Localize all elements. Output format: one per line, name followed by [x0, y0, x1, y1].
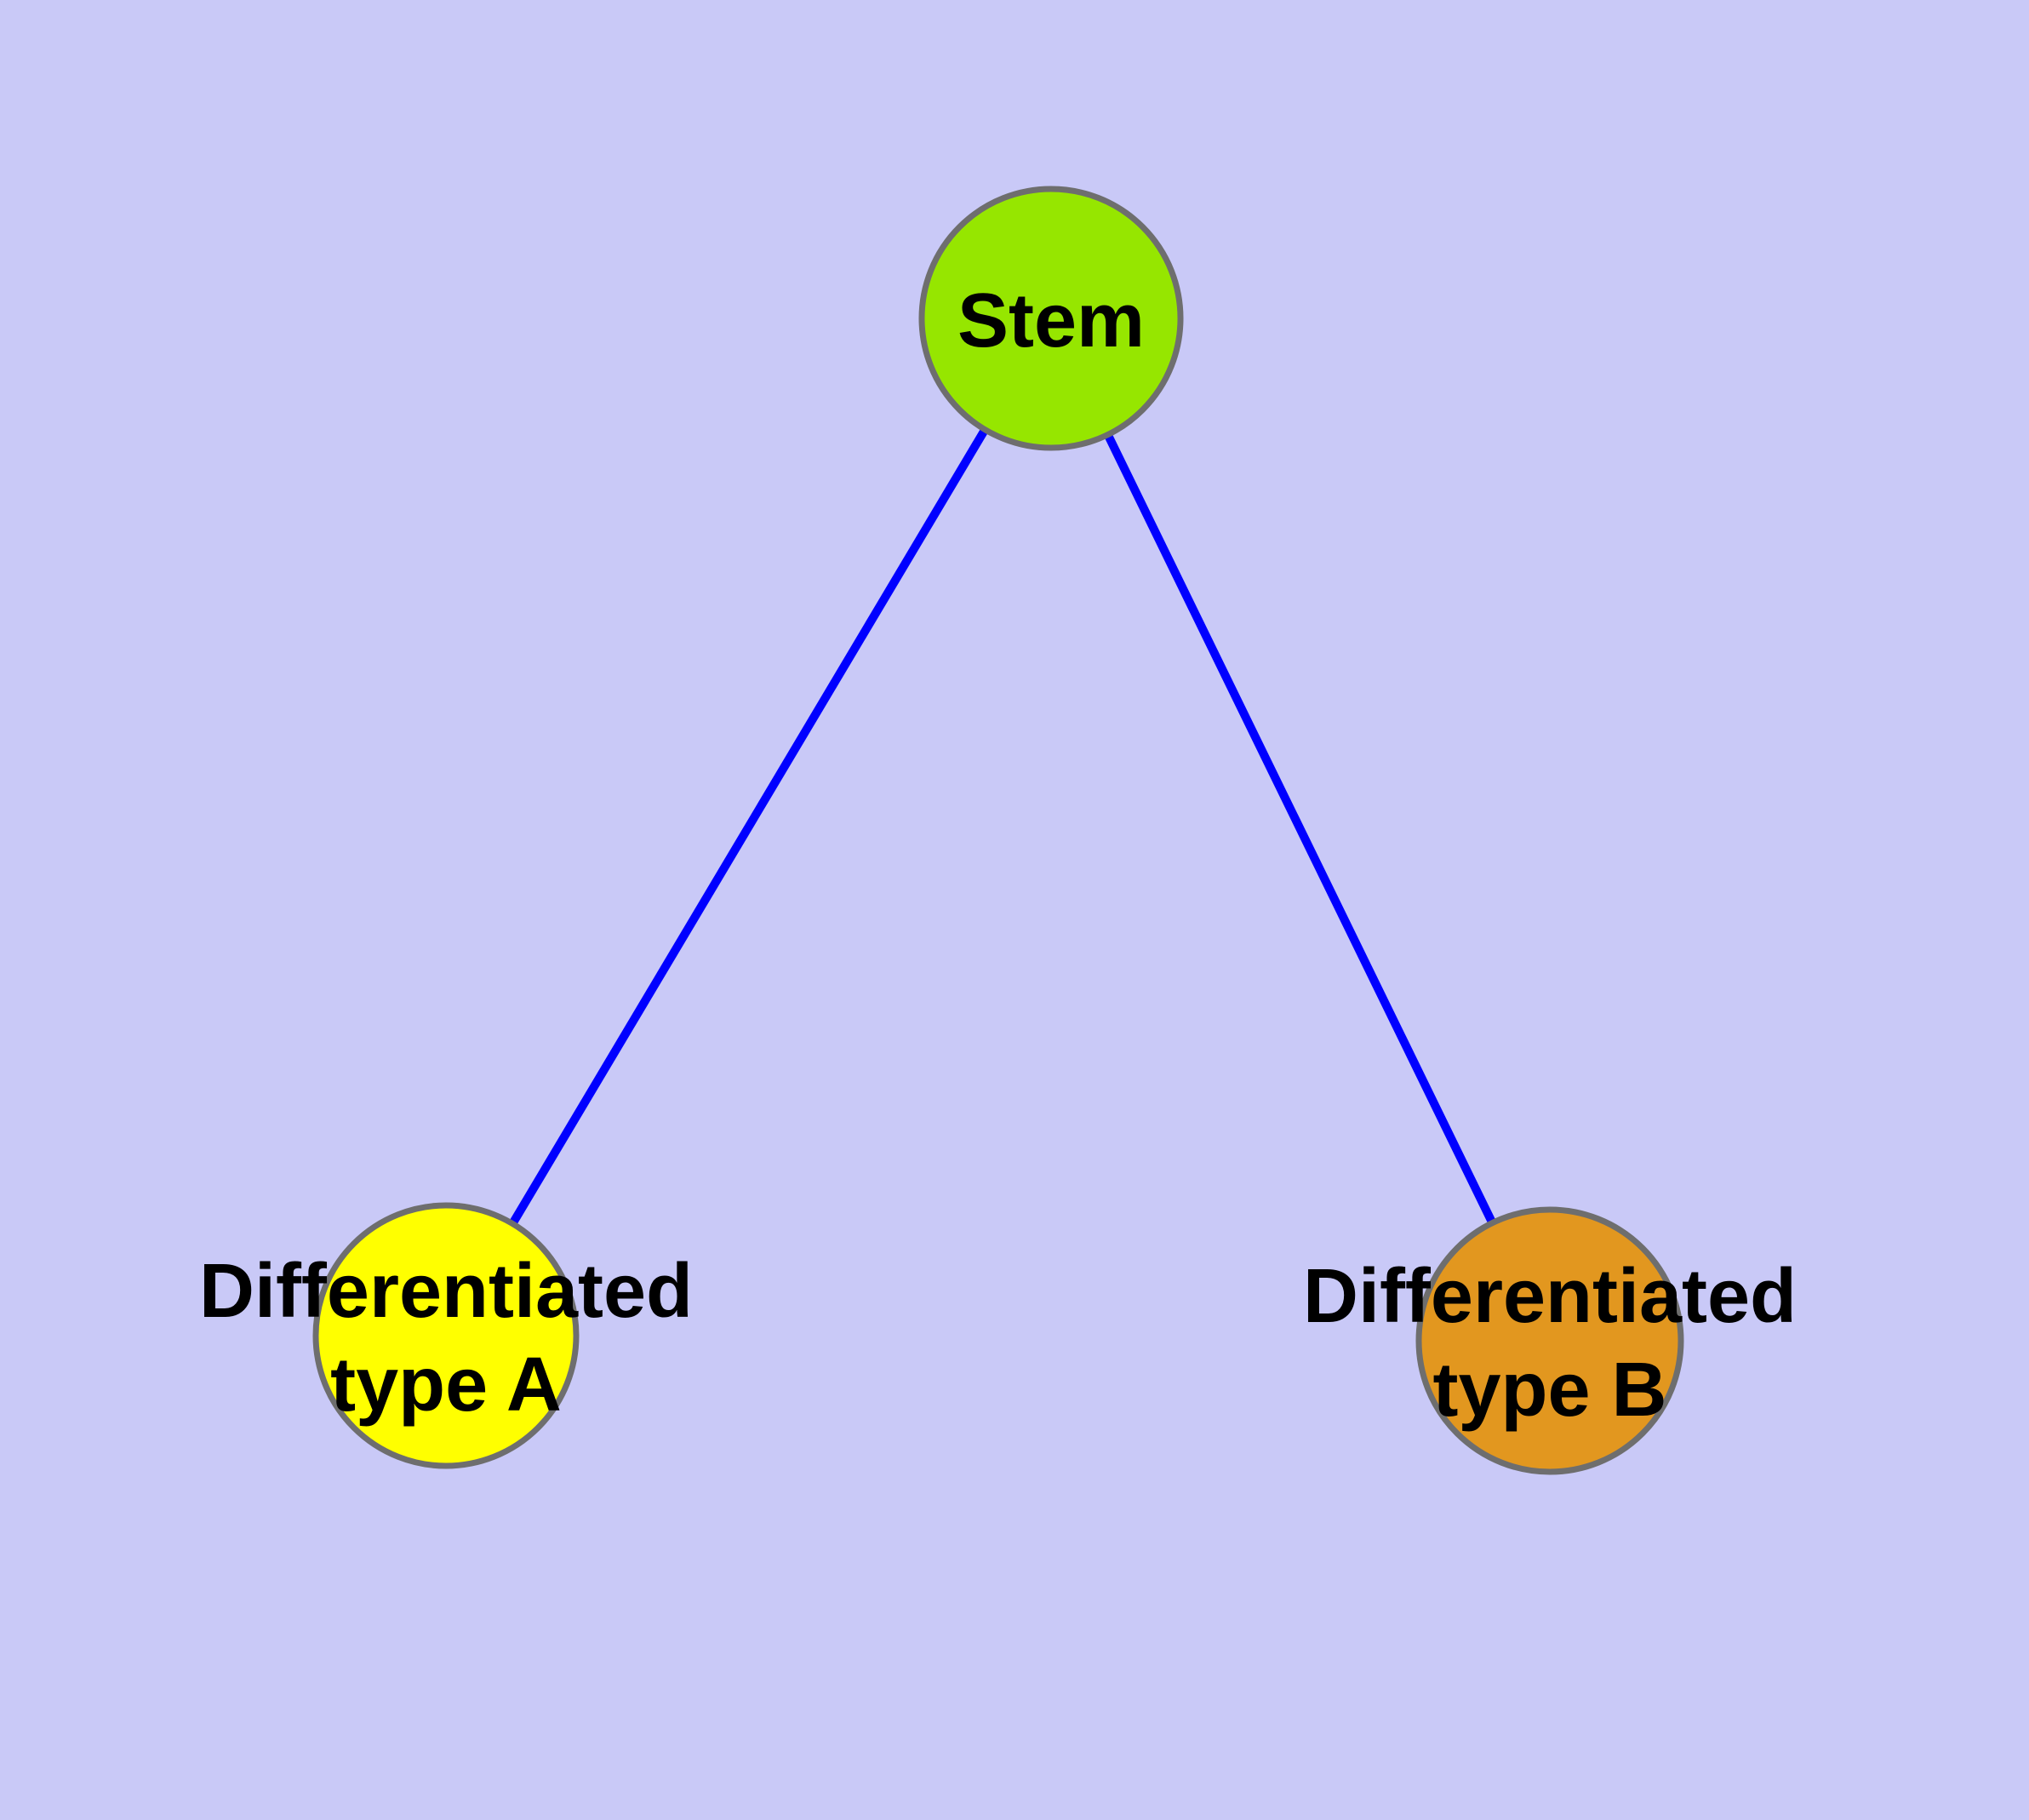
node-label-line: type A — [330, 1342, 562, 1428]
node-label-line: type B — [1432, 1348, 1666, 1433]
node-stem: Stem — [918, 186, 1184, 451]
node-label-stem: Stem — [957, 278, 1145, 363]
node-label-differentiated-type-b: Differentiated type B — [1303, 1254, 1797, 1433]
edge-stem-to-differentiated-type-b — [1047, 316, 1554, 1343]
node-label-line: Stem — [957, 278, 1145, 363]
node-circle-differentiated-type-b — [1415, 1206, 1684, 1475]
node-label-line: Differentiated — [1303, 1254, 1797, 1339]
node-label-line: Differentiated — [199, 1249, 693, 1334]
node-differentiated-type-b: Differentiated type B — [1303, 1206, 1797, 1475]
edge-stem-to-differentiated-type-a — [442, 316, 1055, 1338]
node-circle-differentiated-type-a — [312, 1202, 580, 1469]
node-circle-stem — [918, 186, 1184, 451]
